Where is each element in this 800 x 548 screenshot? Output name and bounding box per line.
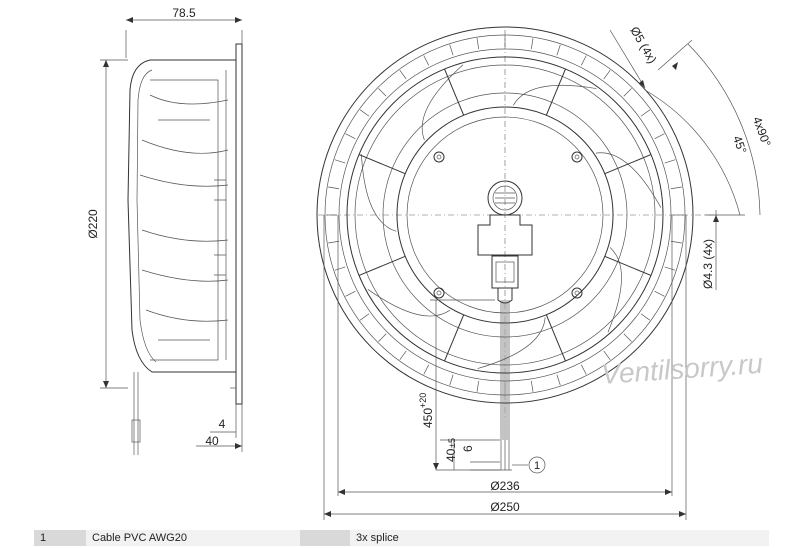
- ring-slot: [580, 55, 587, 66]
- ring-slot: [399, 350, 407, 361]
- support-spoke: [545, 314, 566, 362]
- dim-40: 40: [205, 434, 219, 448]
- watermark: Ventilsorry.ru: [600, 348, 764, 390]
- impeller-blade: [421, 64, 464, 141]
- ring-slot: [378, 88, 387, 97]
- ring-slot: [345, 133, 356, 140]
- support-spoke: [604, 255, 652, 276]
- ring-slot: [556, 374, 561, 386]
- ring-slot: [328, 240, 340, 244]
- support-spoke: [604, 154, 652, 175]
- ring-slot: [334, 266, 346, 271]
- ring-slot: [328, 186, 340, 190]
- dim-cable-length: 450: [421, 408, 435, 428]
- ring-slot: [580, 364, 587, 375]
- dim-splice-6: 6: [461, 445, 475, 452]
- dim-hole-5: Ø5 (4x): [627, 24, 659, 66]
- ring-slot: [664, 159, 676, 164]
- support-spoke: [358, 154, 406, 175]
- dim-diameter-236: Ø236: [490, 479, 520, 493]
- ring-slots: [326, 36, 684, 394]
- ring-slot: [623, 333, 632, 342]
- support-spoke: [444, 68, 465, 116]
- ring-slot: [640, 313, 651, 321]
- dim-strip-length: 40: [444, 448, 458, 462]
- motor-outline: [127, 59, 236, 373]
- ring-slot: [603, 69, 611, 80]
- support-spoke: [444, 314, 465, 362]
- dim-depth: 78.5: [172, 6, 196, 20]
- ring-slot: [334, 159, 346, 164]
- ring-slot: [399, 69, 407, 80]
- terminal-box: [477, 180, 533, 304]
- ring-slot: [423, 364, 430, 375]
- dim-hole-4-3: Ø4.3 (4x): [701, 239, 715, 289]
- dim-angle-45: 45°: [730, 134, 749, 156]
- ring-slot: [359, 313, 370, 321]
- impeller-blade: [607, 247, 622, 333]
- ring-slot: [556, 44, 561, 56]
- ring-slot: [530, 380, 534, 392]
- technical-drawing: 78.5 Ø220 4 40: [86, 6, 774, 520]
- ring-slot: [476, 38, 480, 50]
- support-spoke: [545, 68, 566, 116]
- ring-slot: [476, 380, 480, 392]
- flange-plate: [235, 43, 243, 405]
- ring-slot: [603, 350, 611, 361]
- ring-slot: [654, 290, 665, 297]
- cable-wires: [500, 300, 510, 470]
- ring-slot: [640, 109, 651, 117]
- ring-slot: [449, 374, 454, 386]
- side-view: 78.5 Ø220 4 40: [86, 6, 243, 455]
- ring-slot: [654, 133, 665, 140]
- legend-table: 1 Cable PVC AWG20 3x splice: [34, 530, 769, 546]
- ring-slot: [664, 266, 676, 271]
- dim-diameter-side: Ø220: [86, 209, 100, 239]
- front-view: 1 Ø5 (4x) 45° 4x90° Ø4.3 (4x) 450 +20 40…: [316, 24, 774, 520]
- ring-slot: [378, 333, 387, 342]
- impeller-blade: [361, 154, 397, 232]
- legend-cable: Cable PVC AWG20: [86, 530, 300, 546]
- ring-slot: [449, 44, 454, 56]
- ring-slot: [623, 88, 632, 97]
- mount-holes: [433, 151, 583, 299]
- legend-item-number: 1: [34, 530, 86, 546]
- impeller-blade: [367, 289, 451, 317]
- impeller-blade: [513, 84, 597, 106]
- legend-splice: 3x splice: [350, 530, 769, 546]
- support-spoke: [358, 255, 406, 276]
- ring-slot: [345, 290, 356, 297]
- support-spokes: [358, 68, 652, 362]
- ring-slot: [670, 240, 682, 244]
- dim-diameter-250: Ø250: [490, 500, 520, 514]
- impeller-blade: [477, 317, 546, 369]
- dim-angle-4x90: 4x90°: [750, 115, 774, 149]
- dim-cable-length-tol: +20: [418, 393, 428, 408]
- legend-blank: [300, 530, 350, 546]
- ring-slot: [670, 186, 682, 190]
- ring-slot: [530, 38, 534, 50]
- dim-flange-thickness: 4: [219, 417, 226, 431]
- ring-slot: [359, 109, 370, 117]
- dim-strip-tol: ±5: [447, 438, 457, 448]
- ring-slot: [423, 55, 430, 66]
- callout-number: 1: [534, 460, 540, 472]
